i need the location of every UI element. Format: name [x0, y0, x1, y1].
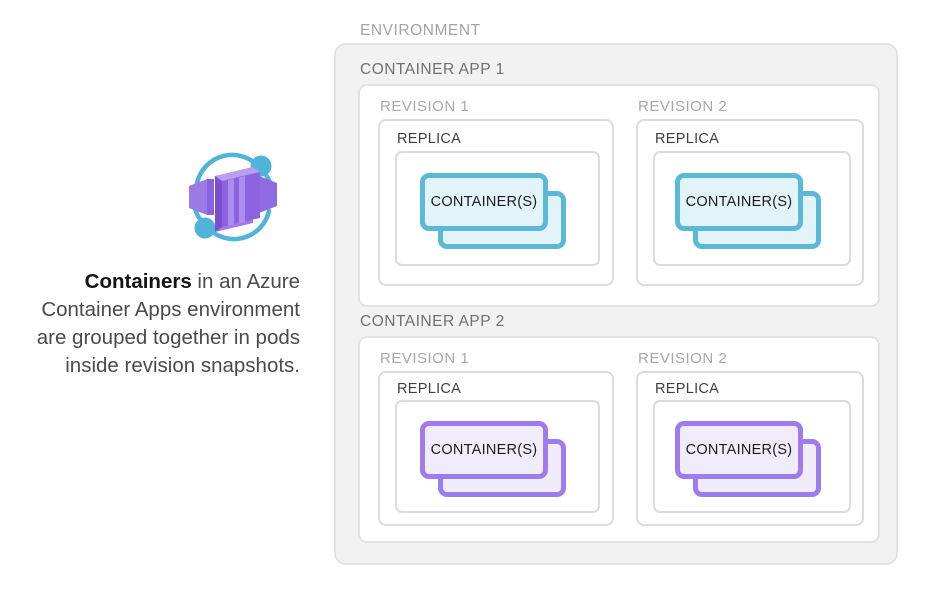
container-label-2-1: CONTAINER(S)	[430, 442, 538, 458]
azure-container-apps-logo	[181, 145, 285, 249]
caption-bold-lead: Containers	[84, 270, 192, 293]
container-stack-1-2: CONTAINER(S)	[675, 173, 821, 249]
revision-box-2-1: REPLICA CONTAINER(S)	[378, 371, 614, 526]
app-label-2: CONTAINER APP 2	[360, 313, 505, 330]
revision-label-2-1: REVISION 1	[380, 350, 470, 367]
container-stack-2-2: CONTAINER(S)	[675, 421, 821, 497]
orbit-dot-bottom-icon	[194, 217, 216, 239]
left-info-panel: Containers in an Azure Container Apps en…	[0, 0, 320, 593]
container-label-1-2: CONTAINER(S)	[685, 194, 793, 210]
revision-box-1-1: REPLICA CONTAINER(S)	[378, 119, 614, 286]
replica-label-1-1: REPLICA	[397, 131, 462, 147]
caption-text: Containers in an Azure Container Apps en…	[8, 268, 300, 380]
replica-box-2-1: CONTAINER(S)	[395, 400, 600, 513]
replica-label-2-2: REPLICA	[655, 381, 720, 397]
replica-label-2-1: REPLICA	[397, 381, 462, 397]
replica-box-2-2: CONTAINER(S)	[653, 400, 851, 513]
replica-box-1-1: CONTAINER(S)	[395, 151, 600, 266]
container-stack-1-1: CONTAINER(S)	[420, 173, 566, 249]
container-label-1-1: CONTAINER(S)	[430, 194, 538, 210]
container-stack-2-1: CONTAINER(S)	[420, 421, 566, 497]
revision-box-2-2: REPLICA CONTAINER(S)	[636, 371, 864, 526]
revision-label-1-2: REVISION 2	[638, 98, 728, 115]
revision-label-1-1: REVISION 1	[380, 98, 470, 115]
container-box-center-icon	[215, 167, 260, 232]
environment-label: ENVIRONMENT	[360, 22, 481, 39]
container-slab-left-icon	[189, 179, 214, 215]
container-card-front-1-2: CONTAINER(S)	[675, 173, 803, 231]
replica-box-1-2: CONTAINER(S)	[653, 151, 851, 266]
app-label-1: CONTAINER APP 1	[360, 61, 505, 78]
caption-rest: in an Azure Container Apps environment a…	[36, 270, 300, 377]
container-app-box-1: REVISION 1 REPLICA CONTAINER(S) REVISION…	[358, 84, 880, 307]
replica-label-1-2: REPLICA	[655, 131, 720, 147]
container-app-box-2: REVISION 1 REPLICA CONTAINER(S) REVISION…	[358, 336, 880, 543]
revision-label-2-2: REVISION 2	[638, 350, 728, 367]
container-card-front-2-2: CONTAINER(S)	[675, 421, 803, 479]
container-label-2-2: CONTAINER(S)	[685, 442, 793, 458]
environment-container: CONTAINER APP 1 REVISION 1 REPLICA CONTA…	[334, 43, 898, 565]
container-card-front-2-1: CONTAINER(S)	[420, 421, 548, 479]
revision-box-1-2: REPLICA CONTAINER(S)	[636, 119, 864, 286]
container-card-front-1-1: CONTAINER(S)	[420, 173, 548, 231]
